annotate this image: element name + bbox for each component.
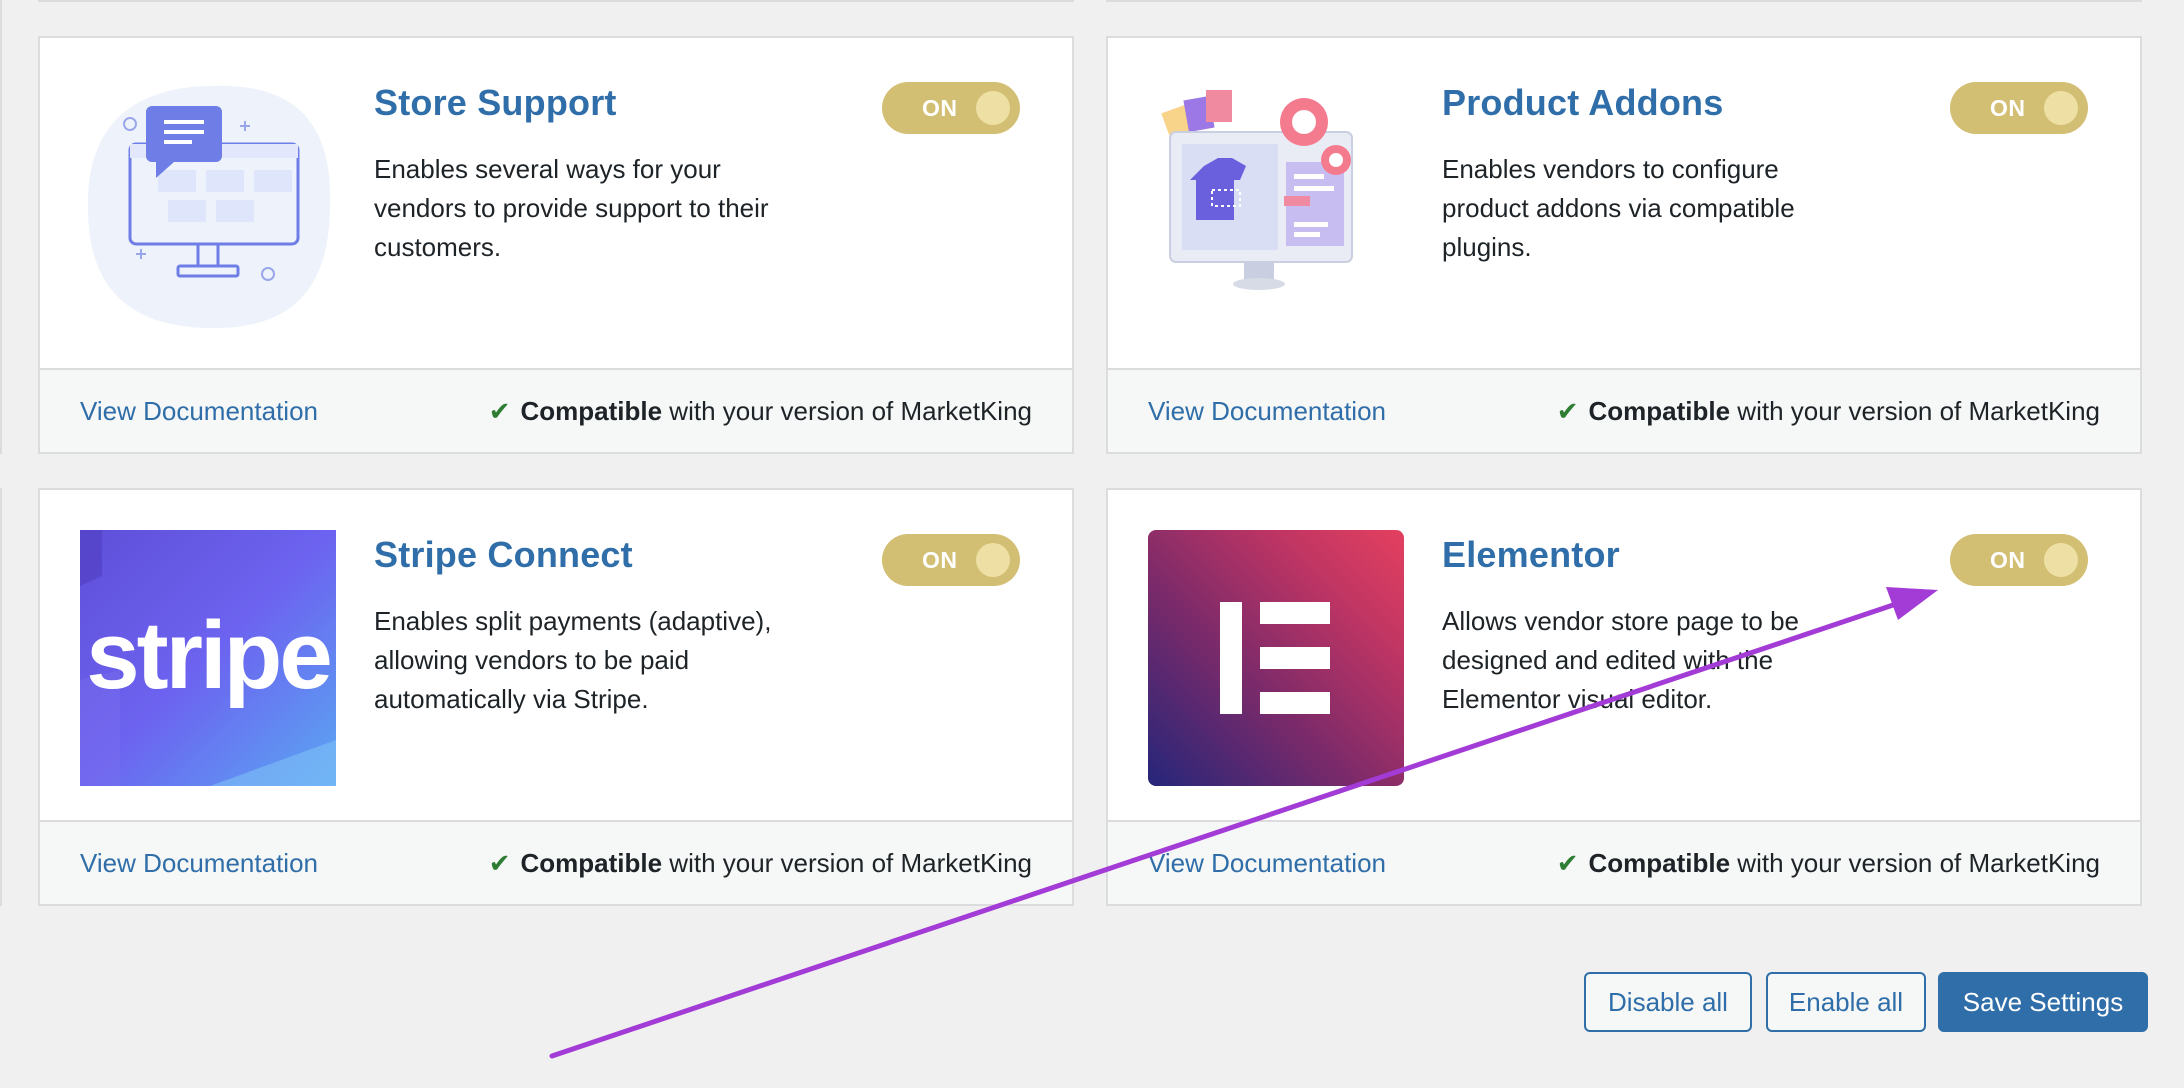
compat-strong: Compatible [1588, 848, 1731, 878]
stripe-logo-icon: stripe [80, 530, 336, 786]
module-card-product-addons: Product Addons Enables vendors to config… [1106, 36, 2142, 454]
compat-text: with your version of MarketKing [1730, 396, 2100, 426]
compatibility-note: ✔ Compatible with your version of MarketK… [1557, 848, 2100, 879]
module-toggle-elementor[interactable]: ON [1950, 534, 2088, 586]
enable-all-button[interactable]: Enable all [1766, 972, 1926, 1032]
module-description: Enables split payments (adaptive), allow… [374, 606, 772, 714]
toggle-knob [2044, 543, 2078, 577]
view-documentation-link[interactable]: View Documentation [80, 848, 318, 878]
disable-all-button[interactable]: Disable all [1584, 972, 1752, 1032]
toggle-label: ON [922, 547, 958, 573]
module-card-store-support: Store Support Enables several ways for y… [38, 36, 1074, 454]
compatibility-note: ✔ Compatible with your version of MarketK… [489, 396, 1032, 427]
module-description: Enables vendors to configure product add… [1442, 154, 1795, 262]
module-toggle-stripe-connect[interactable]: ON [882, 534, 1020, 586]
card-stub-right [1106, 0, 2142, 2]
view-documentation-link[interactable]: View Documentation [1148, 396, 1386, 426]
compatibility-note: ✔ Compatible with your version of MarketK… [1557, 396, 2100, 427]
stripe-wordmark: stripe [86, 602, 330, 709]
module-toggle-store-support[interactable]: ON [882, 82, 1020, 134]
module-description: Allows vendor store page to be designed … [1442, 606, 1799, 714]
card-stub-left [38, 0, 1074, 2]
compatibility-note: ✔ Compatible with your version of MarketK… [489, 848, 1032, 879]
toggle-knob [976, 91, 1010, 125]
module-toggle-product-addons[interactable]: ON [1950, 82, 2088, 134]
product-addons-icon [1148, 78, 1404, 334]
compat-strong: Compatible [520, 396, 663, 426]
compat-strong: Compatible [1588, 396, 1731, 426]
check-icon: ✔ [1556, 396, 1579, 426]
module-description: Enables several ways for your vendors to… [374, 154, 769, 262]
elementor-logo-icon [1148, 530, 1404, 786]
check-icon: ✔ [488, 396, 511, 426]
module-title: Elementor [1442, 534, 1620, 575]
check-icon: ✔ [1556, 848, 1579, 878]
card-footer: View Documentation ✔ Compatible with your… [40, 368, 1072, 452]
view-documentation-link[interactable]: View Documentation [1148, 848, 1386, 878]
compat-strong: Compatible [520, 848, 663, 878]
toggle-label: ON [1990, 547, 2026, 573]
card-footer: View Documentation ✔ Compatible with your… [1108, 820, 2140, 904]
save-settings-button[interactable]: Save Settings [1938, 972, 2148, 1032]
check-icon: ✔ [488, 848, 511, 878]
view-documentation-link[interactable]: View Documentation [80, 396, 318, 426]
card-footer: View Documentation ✔ Compatible with your… [1108, 368, 2140, 452]
compat-text: with your version of MarketKing [662, 848, 1032, 878]
left-edge-line-top [0, 0, 2, 454]
toggle-knob [2044, 91, 2078, 125]
card-footer: View Documentation ✔ Compatible with your… [40, 820, 1072, 904]
compat-text: with your version of MarketKing [1730, 848, 2100, 878]
module-title: Store Support [374, 82, 617, 123]
toggle-label: ON [1990, 95, 2026, 121]
module-card-elementor: Elementor Allows vendor store page to be… [1106, 488, 2142, 906]
store-support-icon [80, 78, 336, 334]
module-card-stripe-connect: stripe Stripe Connect Enables split paym… [38, 488, 1074, 906]
compat-text: with your version of MarketKing [662, 396, 1032, 426]
left-edge-line-bottom [0, 488, 2, 906]
toggle-knob [976, 543, 1010, 577]
module-title: Stripe Connect [374, 534, 633, 575]
module-title: Product Addons [1442, 82, 1724, 123]
toggle-label: ON [922, 95, 958, 121]
